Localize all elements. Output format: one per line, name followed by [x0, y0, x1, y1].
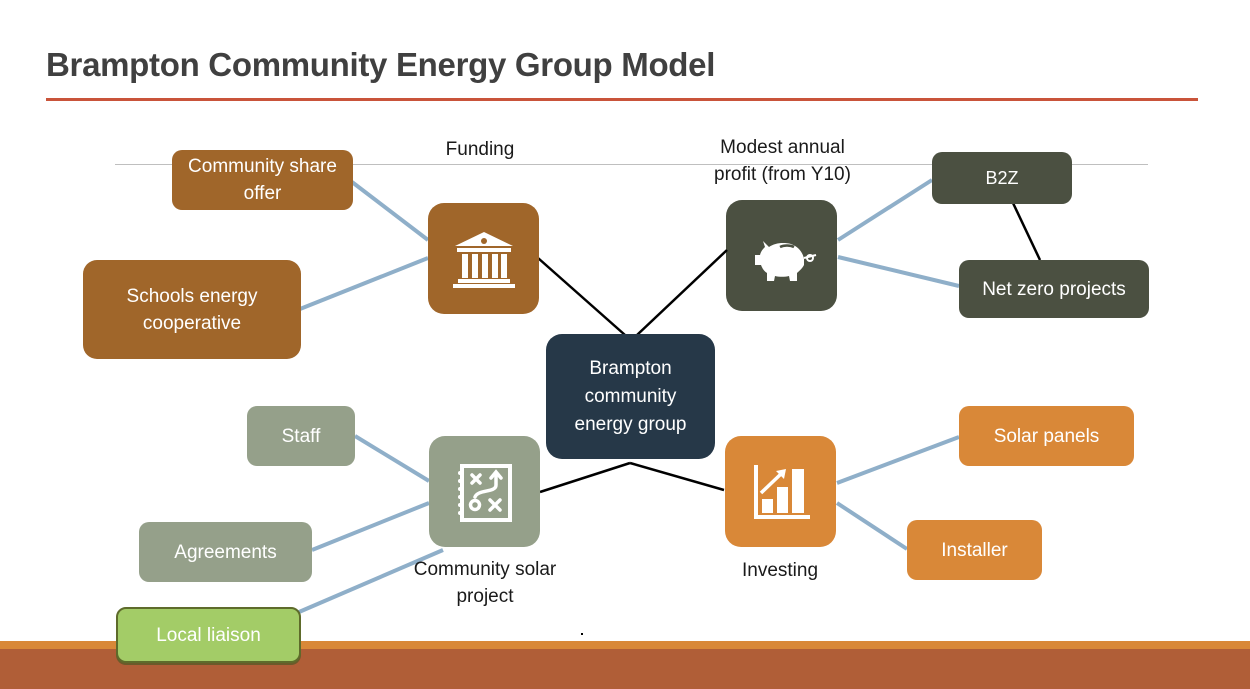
node-net-zero-projects[interactable]: Net zero projects [959, 260, 1149, 318]
title-divider [46, 98, 1198, 101]
bank-icon [452, 231, 515, 288]
node-solar-panels[interactable]: Solar panels [959, 406, 1134, 466]
hub-label-profit: Modest annual profit (from Y10) [714, 137, 851, 185]
footer-accent-stripe [0, 641, 1250, 649]
hub-label-funding: Funding [445, 139, 515, 160]
hub-community-solar-project[interactable] [429, 436, 540, 547]
growth-chart-icon [753, 464, 810, 519]
node-installer[interactable]: Installer [907, 520, 1042, 580]
node-agreements[interactable]: Agreements [139, 522, 312, 582]
hub-label-investing: Investing [741, 560, 819, 581]
node-schools-energy-cooperative[interactable]: Schools energy cooperative [83, 260, 301, 359]
hub-label-community-solar-project: Community solar project [413, 559, 557, 607]
node-local-liaison[interactable]: Local liaison [116, 607, 301, 663]
hub-funding[interactable] [428, 203, 539, 314]
hub-investing[interactable] [725, 436, 836, 547]
page-title: Brampton Community Energy Group Model [46, 46, 716, 83]
header-line [115, 164, 1148, 165]
stray-dot [581, 633, 583, 635]
center-node[interactable]: Brampton community energy group [546, 334, 715, 459]
node-staff[interactable]: Staff [247, 406, 355, 466]
strategy-board-icon [457, 463, 512, 522]
node-community-share-offer[interactable]: Community share offer [172, 150, 353, 210]
node-b2z[interactable]: B2Z [932, 152, 1072, 204]
